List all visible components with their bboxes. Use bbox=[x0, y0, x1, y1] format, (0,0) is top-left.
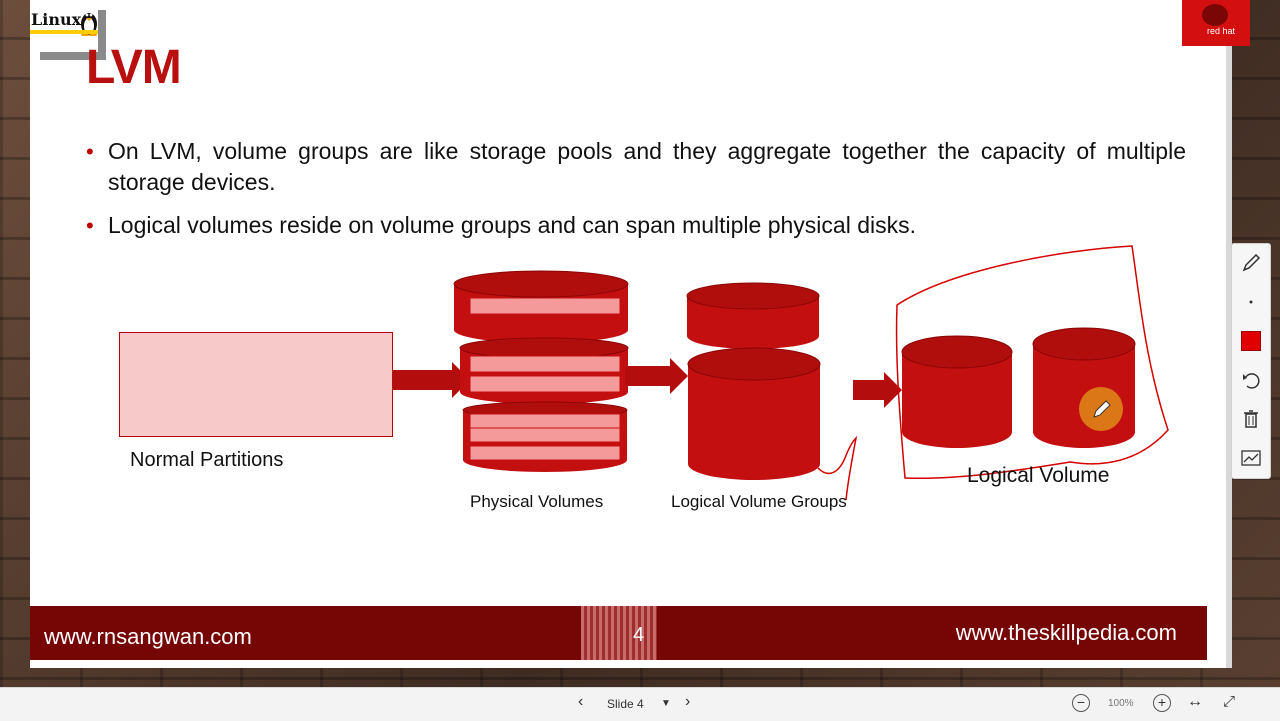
slide-edge bbox=[1226, 0, 1232, 668]
slide-number: 4 bbox=[633, 624, 645, 646]
physical-volume-disk bbox=[453, 270, 629, 343]
fit-width-icon[interactable]: ↔ bbox=[1187, 693, 1203, 710]
arrow-icon bbox=[853, 372, 902, 408]
annotation-toolbar bbox=[1231, 243, 1271, 479]
delete-button[interactable] bbox=[1232, 400, 1270, 438]
pen-icon bbox=[1242, 253, 1261, 272]
normal-partitions-label: Normal Partitions bbox=[130, 449, 284, 471]
volume-group-disk bbox=[686, 282, 820, 349]
logical-volume-label: Logical Volume bbox=[967, 464, 1110, 487]
zoom-in-icon[interactable]: + bbox=[1153, 694, 1171, 712]
volume-group-disk bbox=[687, 347, 821, 480]
redhat-hat-icon bbox=[1202, 4, 1228, 26]
slide-footer: www.rnsangwan.com 4 www.theskillpedia.co… bbox=[30, 606, 1207, 660]
logo-underline bbox=[30, 30, 100, 34]
dot-size-icon bbox=[1249, 300, 1253, 304]
physical-volumes-label: Physical Volumes bbox=[470, 492, 604, 511]
corner-decoration bbox=[40, 52, 106, 60]
redhat-logo: red hat bbox=[1182, 0, 1250, 46]
viewer-bottom-bar: ‹ Slide 4 ▼ › − 100% + ↔ ⤢ bbox=[0, 687, 1280, 721]
normal-partition-box bbox=[119, 332, 393, 437]
next-slide-icon[interactable]: › bbox=[685, 693, 691, 710]
slide-indicator: Slide 4 bbox=[607, 697, 644, 711]
trash-icon bbox=[1244, 410, 1258, 428]
undo-button[interactable] bbox=[1232, 361, 1270, 399]
undo-icon bbox=[1243, 373, 1260, 389]
footer-left-url: www.rnsangwan.com bbox=[44, 624, 252, 649]
bullet-list: On LVM, volume groups are like storage p… bbox=[86, 136, 1186, 253]
arrow-icon bbox=[392, 362, 470, 398]
prev-slide-icon[interactable]: ‹ bbox=[578, 693, 584, 710]
pen-annotation bbox=[817, 435, 858, 501]
slide-dropdown-icon[interactable]: ▼ bbox=[661, 698, 671, 709]
arrow-icon bbox=[625, 358, 688, 394]
pen-annotation bbox=[895, 245, 1169, 480]
slide-title: LVM bbox=[86, 41, 182, 94]
redhat-logo-text: red hat bbox=[1207, 26, 1236, 36]
color-picker-button[interactable] bbox=[1232, 322, 1270, 360]
logical-volume-groups-label: Logical Volume Groups bbox=[671, 492, 847, 511]
fullscreen-icon[interactable]: ⤢ bbox=[1223, 693, 1236, 710]
zoom-level: 100% bbox=[1108, 698, 1134, 709]
physical-volume-disk bbox=[459, 337, 629, 404]
physical-volume-disk bbox=[462, 401, 628, 472]
dot-size-button[interactable] bbox=[1232, 283, 1270, 321]
logical-volume-disk bbox=[901, 335, 1013, 448]
pencil-cursor-icon bbox=[1079, 387, 1123, 431]
color-swatch bbox=[1241, 331, 1261, 351]
footer-page-block bbox=[581, 606, 657, 660]
corner-decoration bbox=[98, 10, 106, 60]
footer-right-url: www.theskillpedia.com bbox=[955, 620, 1177, 645]
chart-tool-button[interactable] bbox=[1232, 439, 1270, 477]
linux-logo-text: Linux bbox=[31, 10, 82, 29]
bullet-item: On LVM, volume groups are like storage p… bbox=[86, 136, 1186, 198]
chart-icon bbox=[1241, 450, 1261, 466]
logical-volume-disk bbox=[1032, 327, 1136, 448]
pen-tool-button[interactable] bbox=[1232, 244, 1270, 282]
bullet-item: Logical volumes reside on volume groups … bbox=[86, 210, 1186, 241]
zoom-out-icon[interactable]: − bbox=[1072, 694, 1090, 712]
